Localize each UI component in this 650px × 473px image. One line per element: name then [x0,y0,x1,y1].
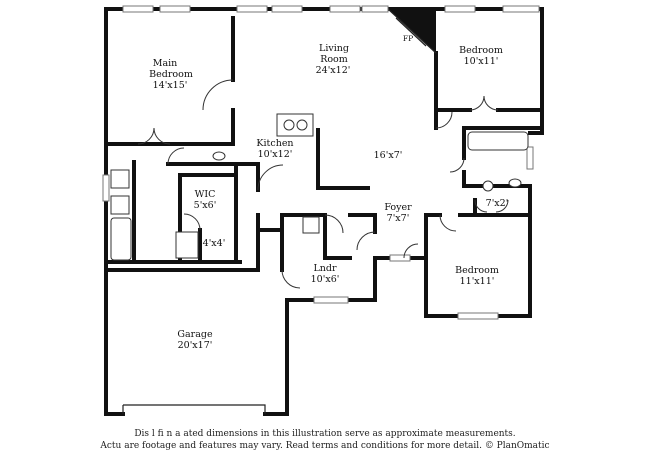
laundry-dims: 10'x6' [311,274,340,285]
fireplace: FP [387,8,437,54]
vanity-main-2 [110,195,130,215]
bedroom-se-name: Bedroom [455,265,499,276]
toilet-ne [508,178,522,188]
laundry-name: Lndr [313,263,337,274]
bathtub-ne [467,131,529,151]
laundry-sink [302,216,320,234]
room-labels: Main Bedroom 14'x15' Living Room 24'x12'… [149,43,508,351]
wic-dims: 5'x6' [194,200,217,211]
bedroom-ne-dims: 10'x11' [464,56,499,67]
vanity-main-1 [110,169,130,189]
disclaimer-line-2: Actu are footage and features may vary. … [100,441,550,451]
garage-door [122,404,266,414]
garage-name: Garage [177,329,213,340]
bath-ne-dims: 7'x2' [486,198,509,209]
bedroom-se-dims: 11'x11' [460,276,495,287]
windows [102,5,540,320]
garage-dims: 20'x17' [178,340,213,351]
doors [137,79,509,289]
shower-stall [175,231,199,259]
disclaimer-line-1: Dis l fi n a ated dimensions in this ill… [134,429,516,439]
kitchen-sink [276,113,314,137]
shower-dims: 4'x4' [203,238,226,249]
fixtures [110,113,529,261]
toilet-main [212,151,226,161]
main-bedroom-dims: 14'x15' [153,80,188,91]
fireplace-label: FP [403,34,413,43]
hall-dims: 16'x7' [374,150,403,161]
kitchen-dims: 10'x12' [258,149,293,160]
wic-name: WIC [195,189,216,200]
main-bedroom-name-1: Main [153,58,178,69]
living-room-dims: 24'x12' [316,65,351,76]
living-room-name-1: Living [319,43,349,54]
living-room-name-2: Room [320,54,348,65]
main-bedroom-name-2: Bedroom [149,69,193,80]
bedroom-ne-name: Bedroom [459,45,503,56]
sink-ne [482,180,494,192]
kitchen-name: Kitchen [256,138,293,149]
interior-walls [104,16,544,272]
foyer-name: Foyer [384,202,412,213]
bathtub-main [110,217,132,261]
foyer-dims: 7'x7' [387,213,410,224]
